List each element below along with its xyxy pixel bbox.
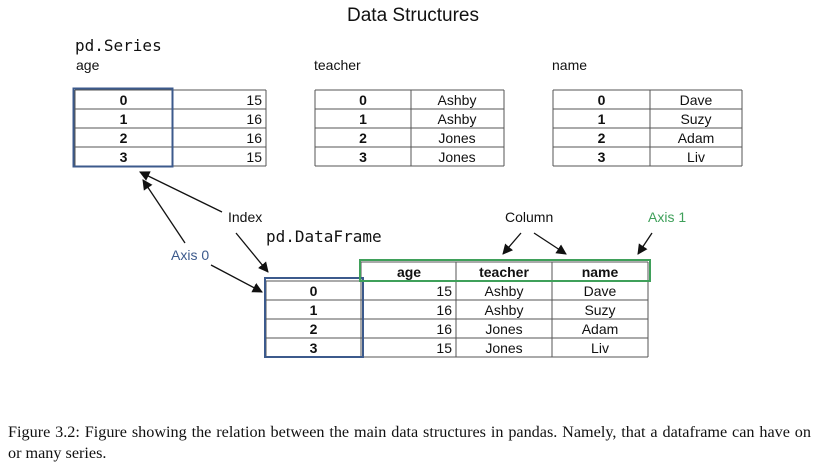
diagram-title: Data Structures bbox=[347, 5, 479, 26]
index-arrow-to-dataframe bbox=[235, 232, 269, 273]
dataframe-index-highlight bbox=[264, 277, 364, 358]
series-index-cell: 2 bbox=[359, 130, 367, 146]
figure-caption: Figure 3.2: Figure showing the relation … bbox=[8, 423, 811, 462]
series-index-highlight bbox=[72, 87, 174, 168]
series-value-cell: Ashby bbox=[438, 111, 477, 127]
dataframe-value-cell: Ashby bbox=[485, 302, 524, 318]
dataframe-value-cell: Liv bbox=[591, 340, 609, 356]
series-value-cell: Jones bbox=[438, 130, 475, 146]
series-value-cell: Adam bbox=[678, 130, 715, 146]
series-value-cell: 16 bbox=[246, 111, 262, 127]
series-value-cell: 15 bbox=[246, 92, 262, 108]
column-arrow-right bbox=[533, 232, 567, 255]
dataframe-value-cell: Suzy bbox=[584, 302, 615, 318]
series-value-cell: Suzy bbox=[680, 111, 711, 127]
series-index-cell: 3 bbox=[120, 149, 128, 165]
series-value-cell: 15 bbox=[246, 149, 262, 165]
dataframe-value-cell: 16 bbox=[436, 302, 452, 318]
dataframe-value-cell: Jones bbox=[485, 340, 522, 356]
dataframe-value-cell: 15 bbox=[436, 340, 452, 356]
dataframe-value-cell: Ashby bbox=[485, 283, 524, 299]
dataframe-value-cell: 16 bbox=[436, 321, 452, 337]
axis1-arrow bbox=[637, 232, 653, 255]
series-label: pd.Series bbox=[75, 36, 162, 55]
axis1-annotation: Axis 1 bbox=[648, 209, 687, 225]
axis0-arrow-to-series bbox=[142, 179, 186, 244]
series-index-cell: 0 bbox=[120, 92, 128, 108]
dataframe-columns-highlight bbox=[359, 259, 651, 282]
dataframe-value-cell: Adam bbox=[582, 321, 619, 337]
series-index-cell: 0 bbox=[359, 92, 367, 108]
dataframe-index-cell: 3 bbox=[310, 340, 318, 356]
dataframe-column-header: age bbox=[397, 264, 421, 280]
series-value-cell: Liv bbox=[687, 149, 705, 165]
series-index-cell: 3 bbox=[598, 149, 606, 165]
dataframe-column-header: teacher bbox=[479, 264, 529, 280]
series-index-cell: 3 bbox=[359, 149, 367, 165]
dataframe-index-cell: 2 bbox=[310, 321, 318, 337]
index-arrow-to-series bbox=[139, 171, 223, 213]
column-arrow-left bbox=[502, 232, 522, 255]
axis0-annotation: Axis 0 bbox=[171, 247, 210, 263]
dataframe-value-cell: Jones bbox=[485, 321, 522, 337]
dataframe-index-cell: 1 bbox=[310, 302, 318, 318]
series-index-cell: 1 bbox=[598, 111, 606, 127]
dataframe-column-header: name bbox=[582, 264, 619, 280]
series-index-cell: 2 bbox=[120, 130, 128, 146]
series-index-cell: 2 bbox=[598, 130, 606, 146]
column-annotation: Column bbox=[505, 209, 554, 225]
index-annotation: Index bbox=[228, 209, 263, 225]
series-name-teacher: teacher bbox=[314, 57, 361, 73]
dataframe-label: pd.DataFrame bbox=[266, 227, 382, 246]
dataframe-value-cell: 15 bbox=[436, 283, 452, 299]
series-index-cell: 1 bbox=[120, 111, 128, 127]
series-value-cell: Dave bbox=[680, 92, 713, 108]
series-name-name: name bbox=[552, 57, 588, 73]
axis0-arrow-to-dataframe bbox=[210, 264, 263, 293]
series-name-age: age bbox=[76, 57, 100, 73]
series-value-cell: Jones bbox=[438, 149, 475, 165]
series-index-cell: 0 bbox=[598, 92, 606, 108]
dataframe-value-cell: Dave bbox=[584, 283, 617, 299]
dataframe-index-cell: 0 bbox=[310, 283, 318, 299]
series-value-cell: 16 bbox=[246, 130, 262, 146]
series-index-cell: 1 bbox=[359, 111, 367, 127]
series-value-cell: Ashby bbox=[438, 92, 477, 108]
